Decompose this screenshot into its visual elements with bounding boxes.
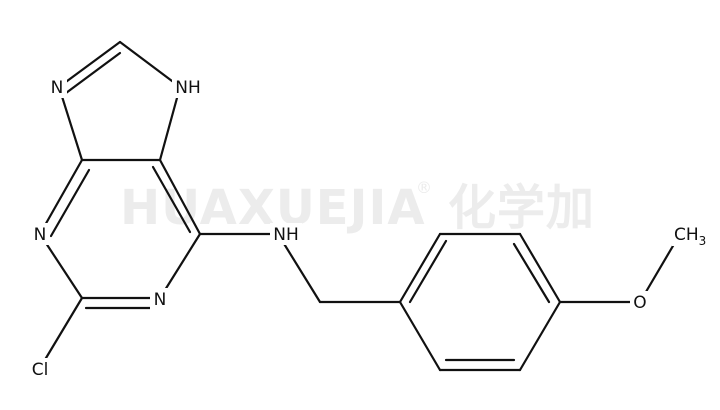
atom-o-methoxy: O xyxy=(633,293,646,313)
bond-c6-c4 xyxy=(158,158,202,236)
atom-nh-amine: NH xyxy=(273,225,299,245)
atom-n-imidazole: N xyxy=(51,78,64,98)
atom-mask-n1 xyxy=(150,288,170,310)
bond-c6-c4-double xyxy=(151,165,192,234)
atom-n-pyrimidine-bottom: N xyxy=(154,290,167,310)
atom-cl: Cl xyxy=(32,360,49,380)
bond-n1-c6 xyxy=(158,232,202,300)
bond-bz-6-1 xyxy=(398,300,442,372)
bond-bz-1-2 xyxy=(398,232,442,304)
watermark-cjk: 化学加 xyxy=(448,180,595,236)
bond-bz-1-2-inner xyxy=(408,239,448,304)
atom-mask-ch3 xyxy=(672,222,708,246)
atom-mask-n3 xyxy=(30,223,50,245)
atom-labels: N NH N N NH Cl O CH3 xyxy=(28,76,708,380)
watermark-registered-mark: ® xyxy=(416,178,432,197)
atom-mask-nh-amine xyxy=(270,223,302,245)
bond-n7-c5 xyxy=(57,85,84,162)
bond-n9-c4 xyxy=(158,85,182,162)
bond-c8-n7 xyxy=(57,40,122,89)
bond-c2-cl xyxy=(38,296,84,370)
bond-c8-n7-double xyxy=(64,51,122,95)
bond-c5-n3-double xyxy=(49,168,91,238)
bond-c5-n3 xyxy=(38,158,84,236)
bond-c8-n9 xyxy=(118,40,182,89)
atom-mask-cl xyxy=(28,358,54,380)
atom-nh-imidazole: NH xyxy=(175,78,201,98)
atom-mask-n7 xyxy=(47,76,67,98)
bond-nh-ch2 xyxy=(276,232,322,304)
atom-ch3: CH3 xyxy=(674,225,706,248)
atom-ch3-subscript: 3 xyxy=(699,234,707,248)
atom-mask-o xyxy=(630,291,650,313)
bond-bz-3-4-inner xyxy=(512,242,551,304)
atom-n-pyrimidine-left: N xyxy=(34,225,47,245)
watermark: HUAXUEJIA ® 化学加 xyxy=(120,178,595,236)
atom-ch3-base: CH xyxy=(674,225,699,245)
atom-mask-n9 xyxy=(172,76,204,98)
bond-bz-4-5 xyxy=(518,300,562,372)
bond-bz-3-4 xyxy=(518,232,562,304)
